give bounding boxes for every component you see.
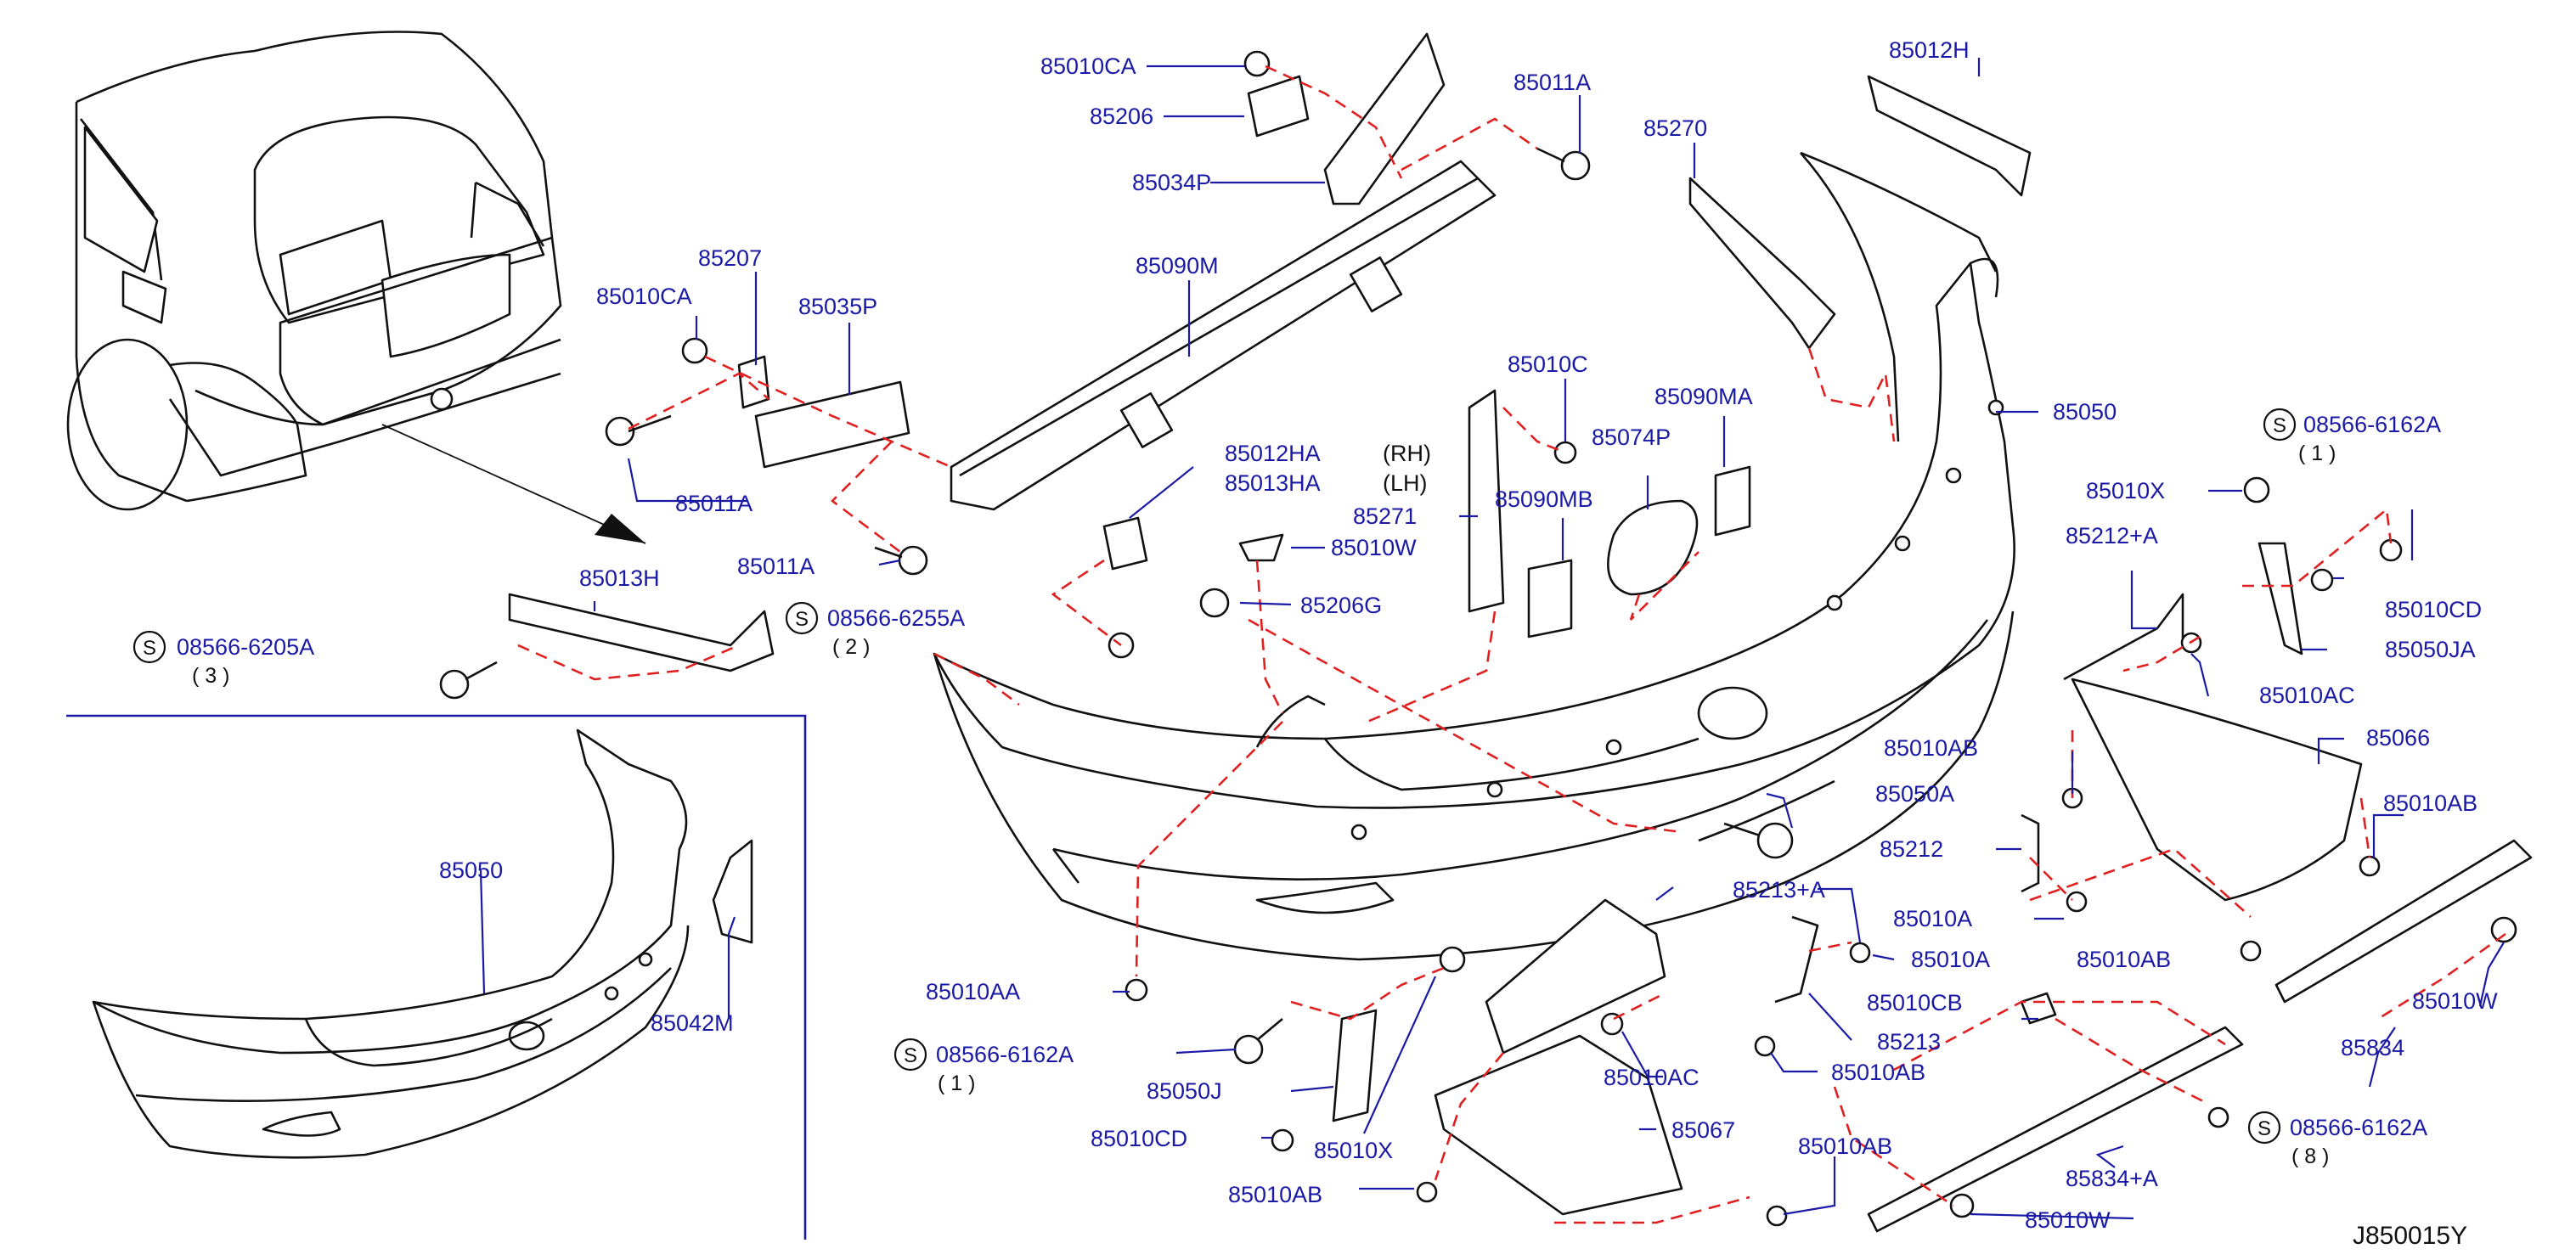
part-label: 85206G xyxy=(1300,593,1382,618)
part-label: 85010AC xyxy=(1604,1065,1699,1090)
s-mark: S xyxy=(904,1044,917,1067)
part-label: 85090MB xyxy=(1495,487,1593,512)
part-label: 85010AC xyxy=(2259,683,2355,708)
part-label: 85013HA xyxy=(1225,470,1321,496)
inset-divider xyxy=(66,714,807,1240)
leader-lines xyxy=(479,58,2505,1220)
part-label: 85010AB xyxy=(2383,790,2477,816)
part-label: 85035P xyxy=(798,294,877,319)
part-label: 85011A xyxy=(1513,70,1591,95)
part-label: 85050 xyxy=(439,858,503,883)
part-label: 85090MA xyxy=(1654,384,1753,409)
part-label: 85011A xyxy=(675,491,753,516)
part-label: 85206 xyxy=(1090,104,1153,129)
part-label: 85090M xyxy=(1136,253,1219,278)
part-label: 85010AB xyxy=(2077,947,2171,972)
standard-part-callout: S 08566-6162A ( 8 ) xyxy=(2247,1111,2427,1168)
part-label: 85010AB xyxy=(1831,1060,1925,1085)
part-label: 85010AB xyxy=(1228,1182,1322,1207)
part-label: 85010CB xyxy=(1867,990,1963,1015)
part-label: 85010CD xyxy=(2385,597,2482,622)
part-label: 85010AB xyxy=(1884,735,1978,761)
standard-part-code: 08566-6162A xyxy=(2303,412,2441,437)
part-label: 85066 xyxy=(2366,725,2430,751)
s-mark: S xyxy=(143,637,156,660)
part-label: 85213 xyxy=(1877,1029,1941,1055)
vehicle-rear-view xyxy=(66,31,646,544)
part-label: 85010A xyxy=(1911,947,1990,972)
part-label: 85010C xyxy=(1508,352,1588,377)
standard-part-callout: S 08566-6162A ( 1 ) xyxy=(893,1038,1074,1095)
part-label: 85010W xyxy=(1331,535,1417,560)
part-label: 85212+A xyxy=(2066,523,2158,548)
part-label: 85034P xyxy=(1132,170,1211,195)
part-label: 85012H xyxy=(1889,37,1970,63)
side-label-lh: (LH) xyxy=(1383,470,1428,496)
part-label: 85834 xyxy=(2341,1035,2404,1060)
part-label: 85010CA xyxy=(596,284,692,309)
part-label: 85042M xyxy=(651,1010,734,1036)
part-label: 85050A xyxy=(1875,781,1954,807)
standard-part-qty: ( 1 ) xyxy=(938,1072,975,1095)
part-label: 85074P xyxy=(1592,425,1671,450)
connection-lines xyxy=(517,65,2506,1224)
part-labels: 85010CA 85206 85034P 85011A 85012H 85270… xyxy=(439,37,2498,1233)
part-label: 85010AA xyxy=(926,979,1020,1004)
part-label: 85067 xyxy=(1671,1117,1735,1143)
part-label: 85010A xyxy=(1893,906,1972,931)
part-label: 85270 xyxy=(1643,115,1707,141)
s-mark: S xyxy=(2273,414,2286,437)
part-label: 85050J xyxy=(1147,1078,1222,1104)
standard-part-callout: S 08566-6205A ( 3 ) xyxy=(132,630,314,688)
standard-part-code: 08566-6162A xyxy=(2290,1115,2427,1140)
standard-part-callout: S 08566-6255A ( 2 ) xyxy=(785,601,965,659)
component-shapes xyxy=(439,32,2533,1233)
part-label: 85010X xyxy=(2086,478,2165,503)
part-label: 85010X xyxy=(1314,1138,1393,1163)
part-label: 85834+A xyxy=(2066,1166,2158,1191)
part-label: 85010W xyxy=(2412,988,2498,1014)
inset-bumper-drawing xyxy=(92,728,753,1159)
part-label: 85213+A xyxy=(1733,877,1825,903)
part-label: 85212 xyxy=(1880,836,1943,862)
part-label: 85207 xyxy=(698,245,762,271)
part-label: 85013H xyxy=(579,565,660,591)
diagram-reference: J850015Y xyxy=(2353,1222,2467,1250)
part-label: 85010AB xyxy=(1798,1133,1892,1159)
part-label: 85010CD xyxy=(1091,1126,1187,1151)
standard-part-qty: ( 1 ) xyxy=(2298,442,2336,465)
part-label: 85010CA xyxy=(1040,53,1136,79)
standard-part-callout: S 08566-6162A ( 1 ) xyxy=(2263,408,2441,465)
s-mark: S xyxy=(2258,1117,2271,1140)
side-label-rh: (RH) xyxy=(1383,441,1431,466)
part-label: 85050 xyxy=(2053,399,2117,425)
standard-part-code: 08566-6255A xyxy=(827,605,965,631)
part-label: 85050JA xyxy=(2385,637,2476,662)
standard-part-code: 08566-6162A xyxy=(936,1042,1074,1067)
main-bumper-drawing xyxy=(933,151,2015,961)
standard-part-qty: ( 8 ) xyxy=(2291,1145,2329,1168)
part-label: 85010W xyxy=(2025,1207,2111,1233)
part-label: 85012HA xyxy=(1225,441,1321,466)
s-mark: S xyxy=(795,608,809,631)
standard-part-code: 08566-6205A xyxy=(177,634,314,660)
part-label: 85271 xyxy=(1353,503,1417,529)
part-label: 85011A xyxy=(737,554,815,579)
standard-part-qty: ( 2 ) xyxy=(832,635,870,659)
standard-part-qty: ( 3 ) xyxy=(192,664,229,688)
